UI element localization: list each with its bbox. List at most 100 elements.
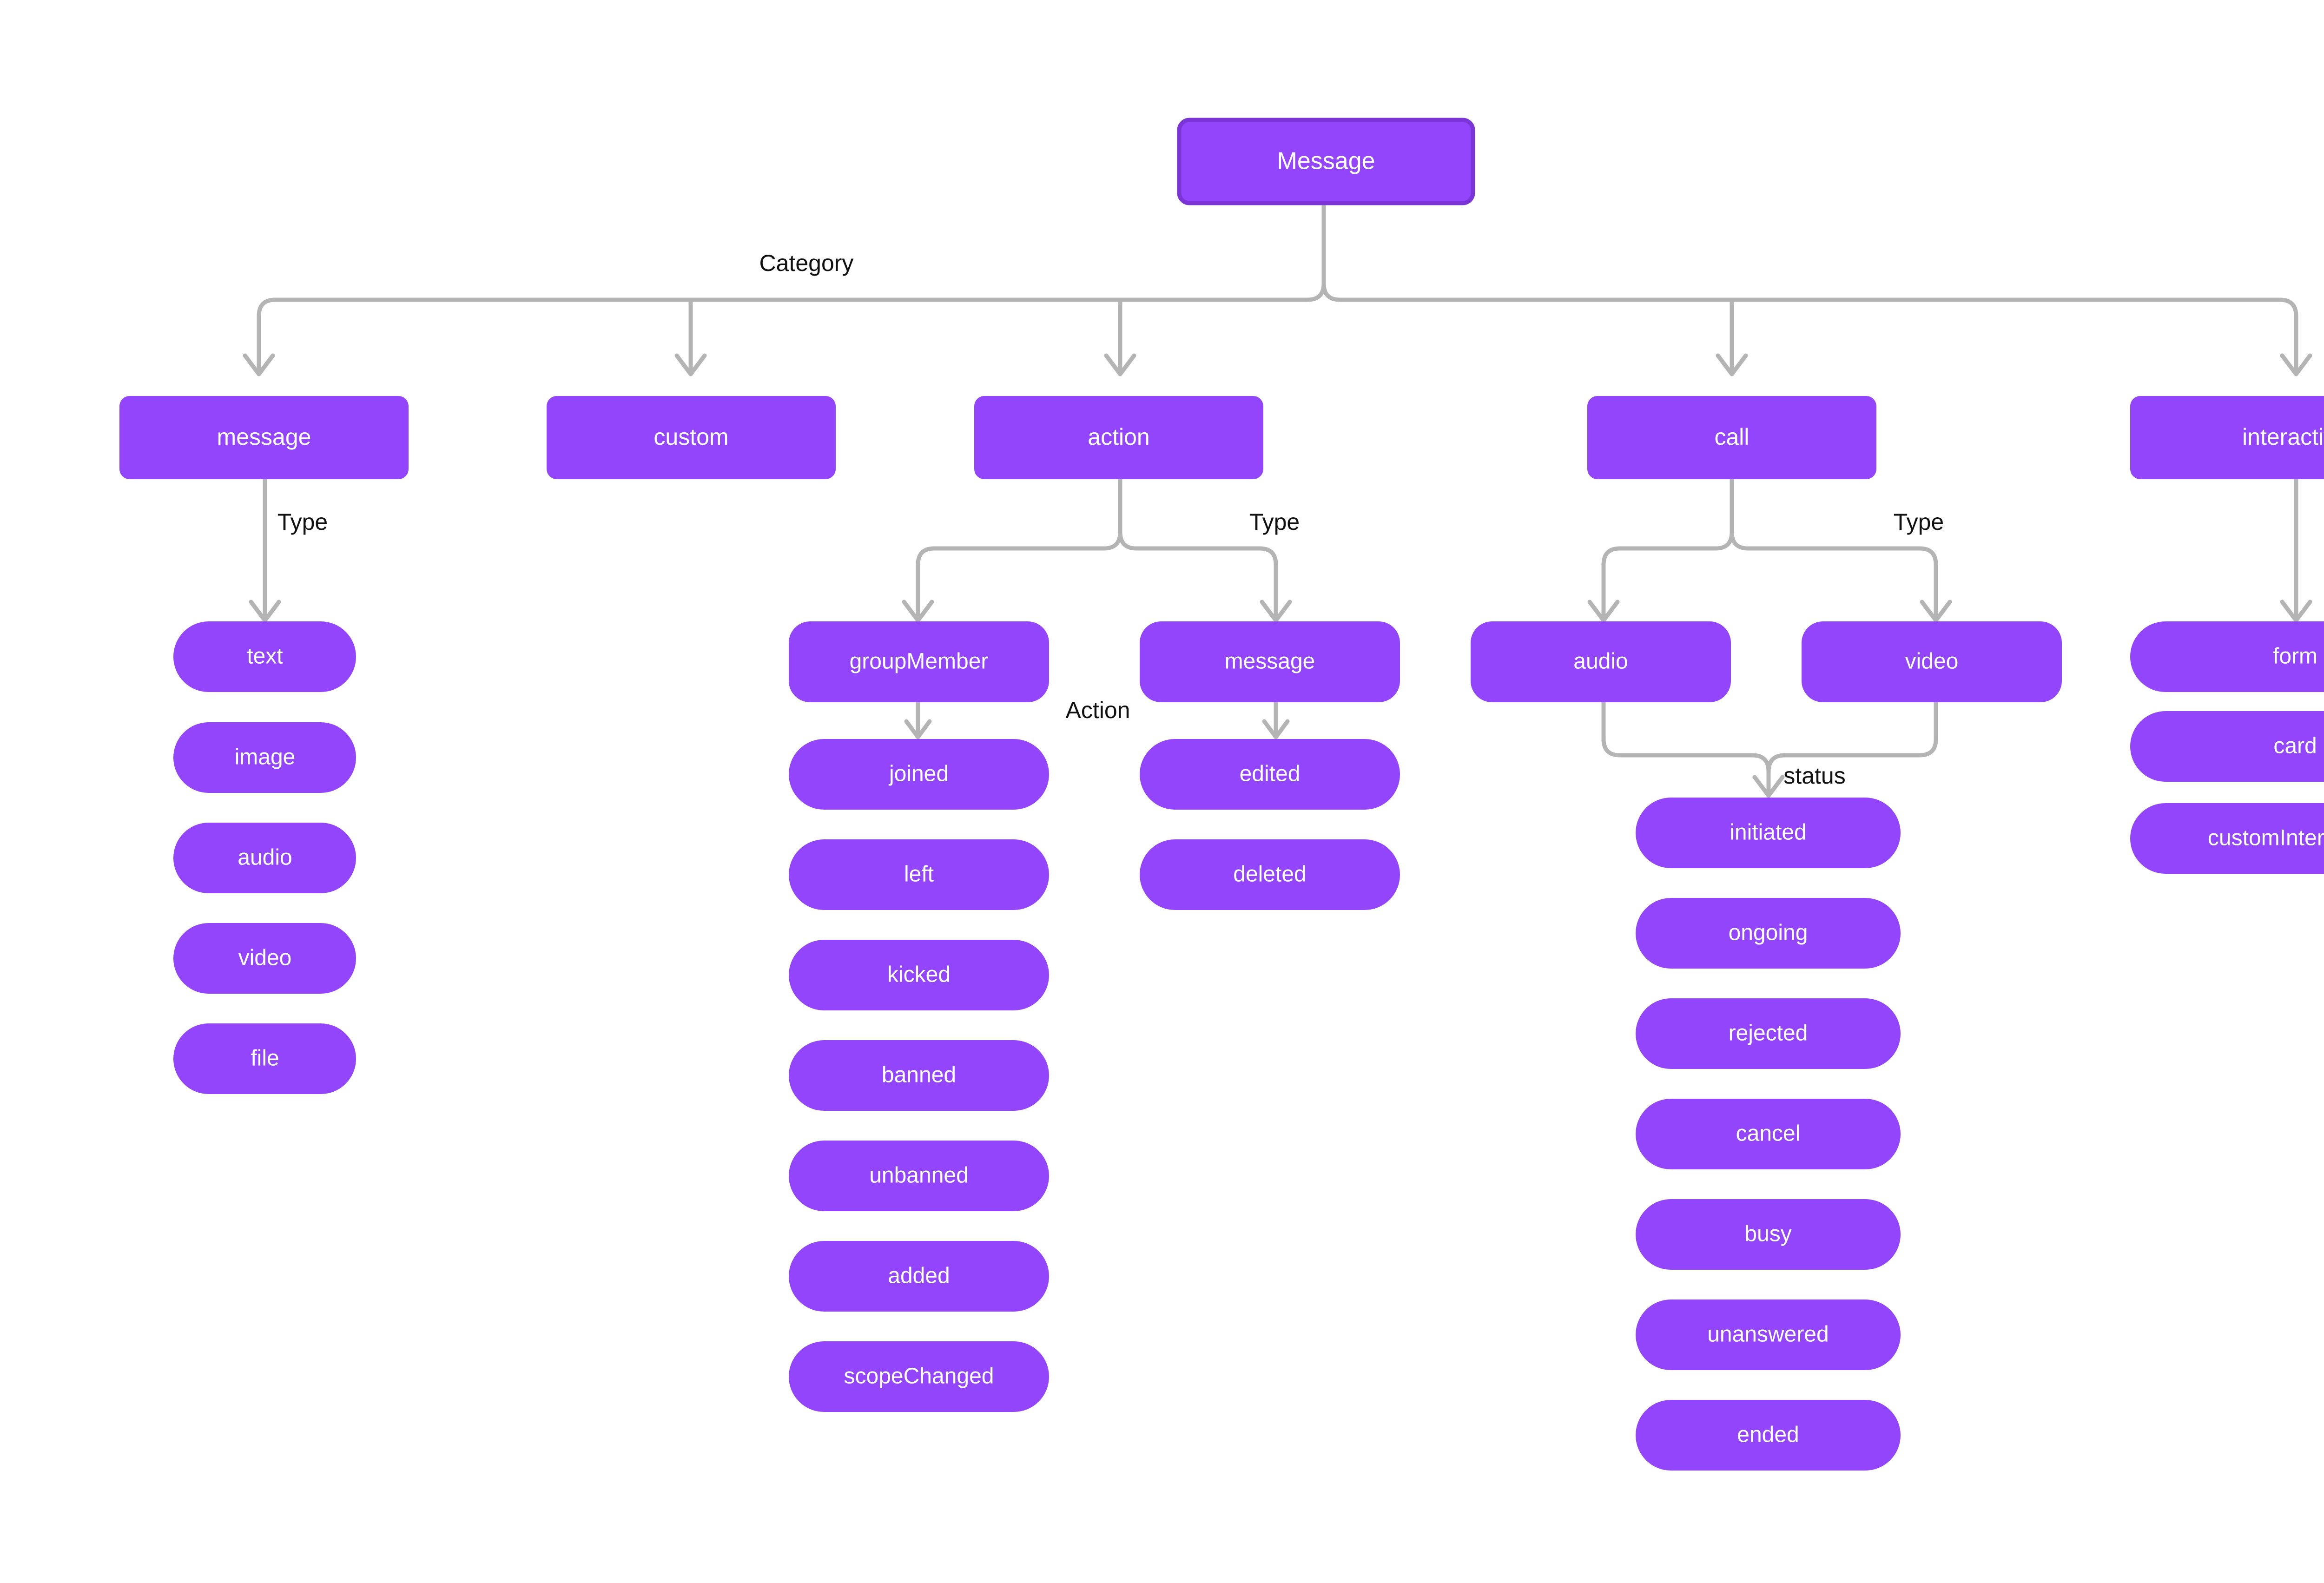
node-interactive-type-form-label: form: [2273, 644, 2317, 669]
node-category-custom-box[interactable]: [547, 396, 836, 479]
connector-action-to-groupmember: [916, 477, 1122, 620]
node-groupmember-action-joined-box[interactable]: [789, 739, 1049, 810]
node-interactive-type-custominteractive-label: customInteractive: [2208, 826, 2324, 851]
node-call-status-unanswered[interactable]: unanswered: [1636, 1299, 1901, 1370]
node-groupmember-action-kicked[interactable]: kicked: [789, 940, 1049, 1010]
node-category-message-box[interactable]: [119, 396, 409, 479]
node-category-custom[interactable]: custom: [547, 396, 836, 479]
node-call-status-initiated-box[interactable]: [1636, 798, 1901, 868]
node-groupmember-action-left[interactable]: left: [789, 839, 1049, 910]
node-call-status-ongoing[interactable]: ongoing: [1636, 898, 1901, 969]
node-groupmember-action-banned-box[interactable]: [789, 1040, 1049, 1111]
node-groupmember-action-added[interactable]: added: [789, 1241, 1049, 1312]
node-message-type-image[interactable]: image: [173, 722, 356, 793]
connector-video-merge: [1766, 699, 1938, 797]
node-action-type-groupmember-box[interactable]: [789, 621, 1049, 702]
node-call-status-busy[interactable]: busy: [1636, 1199, 1901, 1270]
node-category-interactive-box[interactable]: [2130, 396, 2324, 479]
node-call-status-ended-box[interactable]: [1636, 1400, 1901, 1471]
node-message-action-edited[interactable]: edited: [1140, 739, 1400, 810]
node-category-action-box[interactable]: [974, 396, 1263, 479]
node-groupmember-action-unbanned-box[interactable]: [789, 1141, 1049, 1211]
node-message-type-video-label: video: [238, 946, 292, 970]
node-call-status-unanswered-box[interactable]: [1636, 1299, 1901, 1370]
arrowhead-call-video: [1920, 600, 1952, 623]
node-groupmember-action-joined[interactable]: joined: [789, 739, 1049, 810]
node-message-type-file-box[interactable]: [173, 1023, 356, 1094]
node-message-type-audio[interactable]: audio: [173, 823, 356, 893]
node-root-message[interactable]: Message: [1177, 118, 1475, 205]
node-category-action[interactable]: action: [974, 396, 1263, 479]
node-call-status-busy-box[interactable]: [1636, 1199, 1901, 1270]
connector-call-to-video: [1730, 530, 1938, 620]
node-action-type-groupmember-label: groupMember: [850, 649, 989, 674]
edge-label-type-action: Type: [1249, 509, 1300, 535]
node-category-message[interactable]: message: [119, 396, 409, 479]
node-message-type-text-box[interactable]: [173, 621, 356, 692]
node-call-type-video[interactable]: video: [1802, 621, 2062, 702]
node-groupmember-action-banned-label: banned: [882, 1063, 956, 1088]
edge-label-type-call: Type: [1894, 509, 1944, 535]
node-call-type-audio-box[interactable]: [1471, 621, 1731, 702]
node-message-action-deleted-label: deleted: [1233, 862, 1306, 887]
node-category-call[interactable]: call: [1587, 396, 1876, 479]
node-action-type-message[interactable]: message: [1140, 621, 1400, 702]
node-message-type-video[interactable]: video: [173, 923, 356, 994]
node-interactive-type-card-box[interactable]: [2130, 711, 2324, 782]
node-action-type-message-box[interactable]: [1140, 621, 1400, 702]
node-groupmember-action-kicked-label: kicked: [887, 963, 951, 987]
node-call-status-ongoing-box[interactable]: [1636, 898, 1901, 969]
connectors-layer: [243, 201, 2312, 798]
node-call-type-audio-label: audio: [1573, 649, 1628, 674]
arrowhead-initiated: [1752, 775, 1785, 798]
node-root-message-label: Message: [1277, 148, 1375, 175]
node-message-type-text-label: text: [247, 644, 283, 669]
node-message-action-deleted[interactable]: deleted: [1140, 839, 1400, 910]
node-groupmember-action-kicked-box[interactable]: [789, 940, 1049, 1010]
arrowhead-text: [249, 600, 281, 623]
arrowhead-custom: [674, 353, 707, 376]
node-interactive-type-form-box[interactable]: [2130, 621, 2324, 692]
node-message-type-image-box[interactable]: [173, 722, 356, 793]
node-interactive-type-card[interactable]: card: [2130, 711, 2324, 782]
node-groupmember-action-unbanned[interactable]: unbanned: [789, 1141, 1049, 1211]
arrowhead-interactive: [2280, 353, 2312, 376]
node-groupmember-action-banned[interactable]: banned: [789, 1040, 1049, 1111]
node-message-type-text[interactable]: text: [173, 621, 356, 692]
node-call-status-rejected-box[interactable]: [1636, 998, 1901, 1069]
node-root-message-box[interactable]: [1177, 118, 1475, 205]
node-groupmember-action-scopechanged-box[interactable]: [789, 1341, 1049, 1412]
node-action-type-groupmember[interactable]: groupMember: [789, 621, 1049, 702]
node-category-call-box[interactable]: [1587, 396, 1876, 479]
node-groupmember-action-left-box[interactable]: [789, 839, 1049, 910]
node-call-status-rejected[interactable]: rejected: [1636, 998, 1901, 1069]
arrowhead-call-audio: [1587, 600, 1620, 623]
node-groupmember-action-scopechanged[interactable]: scopeChanged: [789, 1341, 1049, 1412]
node-category-interactive[interactable]: interactive: [2130, 396, 2324, 479]
node-interactive-type-custominteractive-box[interactable]: [2130, 803, 2324, 874]
node-call-type-video-label: video: [1905, 649, 1959, 674]
node-interactive-type-form[interactable]: form: [2130, 621, 2324, 692]
node-message-type-file[interactable]: file: [173, 1023, 356, 1094]
node-message-type-video-box[interactable]: [173, 923, 356, 994]
node-call-status-ongoing-label: ongoing: [1729, 921, 1808, 945]
node-groupmember-action-added-box[interactable]: [789, 1241, 1049, 1312]
node-call-status-cancel-box[interactable]: [1636, 1099, 1901, 1169]
node-category-call-label: call: [1714, 424, 1749, 450]
connector-call-to-audio: [1601, 477, 1734, 620]
node-call-type-audio[interactable]: audio: [1471, 621, 1731, 702]
node-message-action-deleted-box[interactable]: [1140, 839, 1400, 910]
node-call-status-ended[interactable]: ended: [1636, 1400, 1901, 1471]
node-interactive-type-card-label: card: [2273, 734, 2317, 759]
node-groupmember-action-joined-label: joined: [888, 762, 949, 786]
node-call-status-initiated[interactable]: initiated: [1636, 798, 1901, 868]
node-message-type-image-label: image: [235, 745, 296, 770]
node-call-type-video-box[interactable]: [1802, 621, 2062, 702]
node-call-status-cancel[interactable]: cancel: [1636, 1099, 1901, 1169]
node-groupmember-action-unbanned-label: unbanned: [869, 1163, 969, 1188]
node-message-type-audio-box[interactable]: [173, 823, 356, 893]
node-interactive-type-custominteractive[interactable]: customInteractive: [2130, 803, 2324, 874]
node-message-action-edited-box[interactable]: [1140, 739, 1400, 810]
node-call-status-cancel-label: cancel: [1736, 1121, 1801, 1146]
arrowhead-call: [1716, 353, 1748, 376]
